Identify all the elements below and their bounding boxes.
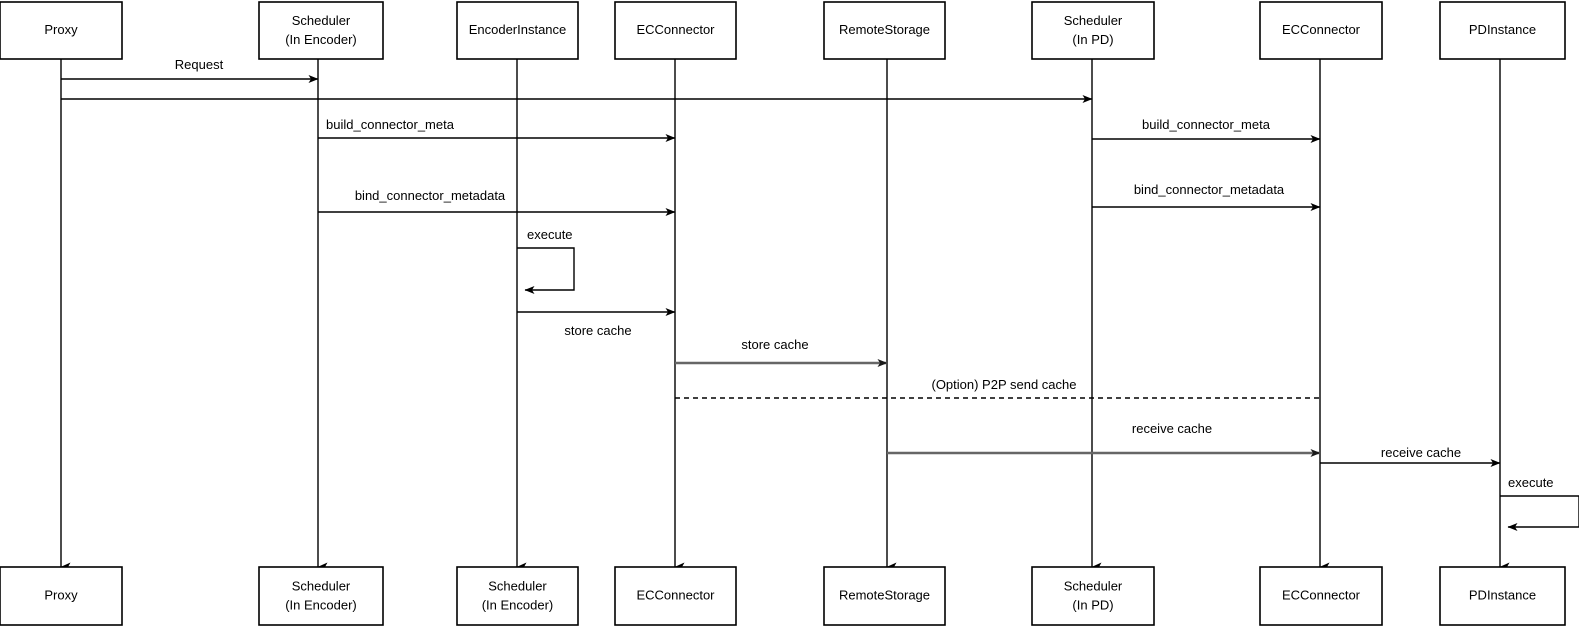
participant-top-label-sched_enc: Scheduler <box>292 13 351 28</box>
message-label-m9: (Option) P2P send cache <box>931 377 1076 392</box>
bottom-participant-boxes: Proxy Scheduler (In Encoder) Scheduler (In E… <box>0 566 1566 626</box>
self-messages-layer: execute execute <box>517 227 1579 531</box>
message-m4: build_connector_meta <box>1092 117 1321 143</box>
participant-bottom-sched_pd[interactable]: Scheduler (In PD) <box>1031 566 1155 626</box>
participant-bottom-label-proxy: Proxy <box>44 587 78 602</box>
participant-bottom-sublabel-enc_inst: (In Encoder) <box>482 597 554 612</box>
participant-bottom-ec_conn_1[interactable]: ECConnector <box>614 566 737 626</box>
participant-bottom-sched_enc[interactable]: Scheduler (In Encoder) <box>258 566 384 626</box>
participant-top-ec_conn_2[interactable]: ECConnector <box>1259 1 1383 60</box>
message-m10: receive cache <box>887 421 1321 457</box>
participant-top-label-remote_store: RemoteStorage <box>839 22 930 37</box>
self-message-s2: execute <box>1500 475 1579 531</box>
participant-bottom-sublabel-sched_pd: (In PD) <box>1072 597 1113 612</box>
participant-bottom-enc_inst[interactable]: Scheduler (In Encoder) <box>456 566 579 626</box>
message-label-m1: Request <box>175 57 224 72</box>
message-m6: bind_connector_metadata <box>1092 182 1321 211</box>
message-m8: store cache <box>675 337 888 367</box>
message-m1: Request <box>61 57 319 83</box>
participant-top-label-proxy: Proxy <box>44 22 78 37</box>
participant-bottom-label-enc_inst: Scheduler <box>488 578 547 593</box>
message-label-m10: receive cache <box>1132 421 1212 436</box>
self-message-label-s1: execute <box>527 227 573 242</box>
participant-bottom-remote_store[interactable]: RemoteStorage <box>823 566 946 626</box>
message-m5: bind_connector_metadata <box>318 188 676 216</box>
message-m11: receive cache <box>1320 445 1501 467</box>
participant-top-label-sched_pd: Scheduler <box>1064 13 1123 28</box>
message-m7: store cache <box>517 308 676 338</box>
message-label-m11: receive cache <box>1381 445 1461 460</box>
participant-bottom-label-ec_conn_2: ECConnector <box>1282 587 1361 602</box>
participant-top-sched_pd[interactable]: Scheduler (In PD) <box>1031 1 1155 60</box>
participant-bottom-proxy[interactable]: Proxy <box>0 566 123 626</box>
self-message-label-s2: execute <box>1508 475 1554 490</box>
participant-bottom-ec_conn_2[interactable]: ECConnector <box>1259 566 1383 626</box>
lifelines-layer <box>60 59 1510 572</box>
participant-top-label-pd_inst: PDInstance <box>1469 22 1536 37</box>
message-label-m8: store cache <box>741 337 808 352</box>
participant-top-sublabel-sched_pd: (In PD) <box>1072 32 1113 47</box>
message-label-m6: bind_connector_metadata <box>1134 182 1285 197</box>
participant-top-remote_store[interactable]: RemoteStorage <box>823 1 946 60</box>
participant-bottom-pd_inst[interactable]: PDInstance <box>1439 566 1566 626</box>
participant-top-ec_conn_1[interactable]: ECConnector <box>614 1 737 60</box>
participant-bottom-sublabel-sched_enc: (In Encoder) <box>285 597 357 612</box>
message-label-m3: build_connector_meta <box>326 117 455 132</box>
participant-bottom-label-sched_enc: Scheduler <box>292 578 351 593</box>
message-m9: (Option) P2P send cache <box>675 377 1320 399</box>
participant-top-enc_inst[interactable]: EncoderInstance <box>456 1 579 60</box>
participant-top-pd_inst[interactable]: PDInstance <box>1439 1 1566 60</box>
participant-bottom-label-pd_inst: PDInstance <box>1469 587 1536 602</box>
participant-bottom-label-remote_store: RemoteStorage <box>839 587 930 602</box>
participant-top-label-ec_conn_2: ECConnector <box>1282 22 1361 37</box>
message-label-m7: store cache <box>564 323 631 338</box>
message-label-m5: bind_connector_metadata <box>355 188 506 203</box>
messages-layer: Request build_connector_meta build_connect… <box>61 57 1501 467</box>
participant-top-proxy[interactable]: Proxy <box>0 1 123 60</box>
participant-top-sublabel-sched_enc: (In Encoder) <box>285 32 357 47</box>
participant-top-sched_enc[interactable]: Scheduler (In Encoder) <box>258 1 384 60</box>
top-participant-boxes: Proxy Scheduler (In Encoder) EncoderInstanc… <box>0 1 1566 60</box>
participant-top-label-enc_inst: EncoderInstance <box>469 22 567 37</box>
participant-bottom-label-ec_conn_1: ECConnector <box>636 587 715 602</box>
self-message-s1: execute <box>517 227 575 294</box>
message-label-m4: build_connector_meta <box>1142 117 1271 132</box>
participant-bottom-label-sched_pd: Scheduler <box>1064 578 1123 593</box>
message-m3: build_connector_meta <box>318 117 676 142</box>
participant-top-label-ec_conn_1: ECConnector <box>636 22 715 37</box>
